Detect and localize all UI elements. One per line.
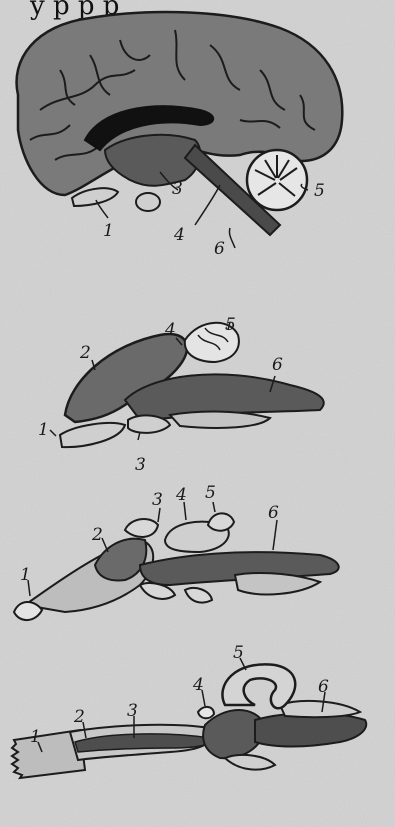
panel4-label-1: 1: [30, 727, 41, 747]
panel4-label-5: 5: [233, 643, 244, 663]
panel2-label-3: 3: [135, 455, 146, 475]
pituitary-2: [128, 415, 170, 433]
pituitary: [136, 193, 160, 211]
panel4-label-2: 2: [73, 707, 85, 727]
panel1-label-3: 3: [172, 179, 183, 199]
panel1-label-6: 6: [214, 239, 225, 259]
panel2-label-2: 2: [79, 343, 91, 363]
panel3-label-2: 2: [91, 525, 103, 545]
panel4-label-4: 4: [192, 675, 204, 695]
small-bulb-4: [198, 707, 214, 718]
panel2-label-5: 5: [225, 315, 236, 335]
panel2-label-6: 6: [272, 355, 283, 375]
panel1-label-5: 5: [314, 181, 325, 201]
panel2-label-4: 4: [164, 320, 176, 340]
panel4-label-6: 6: [318, 677, 329, 697]
panel3-label-4: 4: [175, 485, 187, 505]
panel3-label-6: 6: [268, 503, 279, 523]
panel3-label-1: 1: [20, 565, 31, 585]
panel1-label-4: 4: [173, 225, 185, 245]
panel3-label-3: 3: [152, 490, 163, 510]
lower-lobe-2: [170, 412, 270, 428]
panel1-label-1: 1: [103, 221, 114, 241]
panel3-label-5: 5: [205, 483, 216, 503]
panel2-label-1: 1: [38, 420, 49, 440]
panel4-label-3: 3: [127, 701, 138, 721]
